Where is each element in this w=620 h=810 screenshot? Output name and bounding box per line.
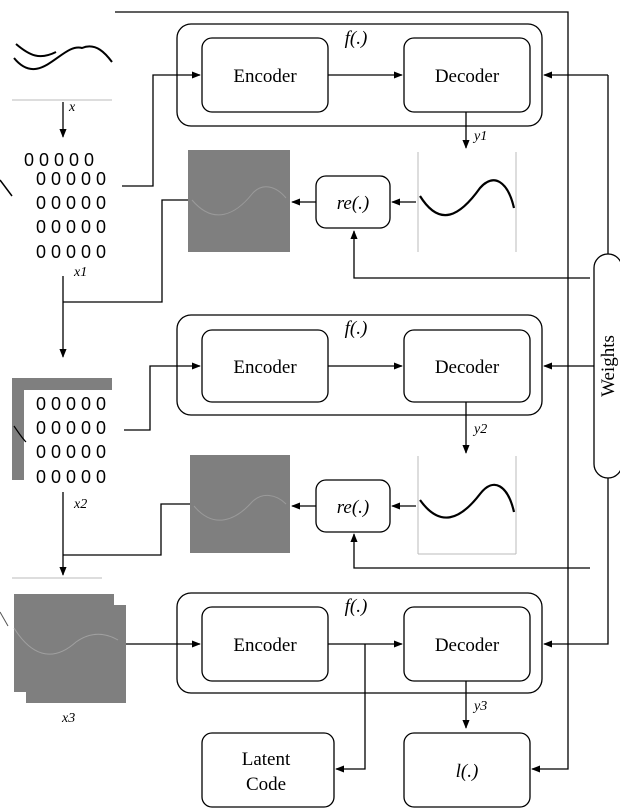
matrix-x2-row-3: 0 0 0 0 0 xyxy=(36,442,106,462)
loss-label: l(.) xyxy=(456,761,479,782)
f-block-2 xyxy=(176,314,543,416)
re-label-2: re(.) xyxy=(337,497,370,518)
matrix-x2-row-1: 0 0 0 0 0 xyxy=(36,394,106,414)
matrix-x1-row-4: 0 0 0 0 0 xyxy=(36,242,106,262)
latent-code-box xyxy=(201,732,335,808)
y2-label: y2 xyxy=(472,422,487,437)
f-label-1: f(.) xyxy=(345,28,368,49)
decoder-box-3 xyxy=(403,606,531,682)
matrix-x2-row-4: 0 0 0 0 0 xyxy=(36,467,106,487)
matrix-x1-row-3: 0 0 0 0 0 xyxy=(36,217,106,237)
weights-label: Weights xyxy=(598,335,619,397)
weights-to-re-1 xyxy=(350,230,590,279)
x3-image-stack xyxy=(0,594,126,703)
loss-box xyxy=(403,732,531,808)
matrix-x1-row-1: 0 0 0 0 0 xyxy=(36,169,106,189)
decoder-label-2: Decoder xyxy=(435,357,500,378)
decoder-label-1: Decoder xyxy=(435,66,500,87)
latent-arrow xyxy=(335,644,366,773)
x2-label: x2 xyxy=(73,497,87,512)
x2-to-encoder-arrow xyxy=(124,362,201,431)
encoder-label-3: Encoder xyxy=(233,635,297,656)
x3-label: x3 xyxy=(61,711,75,726)
re1-feedback-line xyxy=(63,199,188,303)
y2-wave-icon xyxy=(419,483,516,519)
decoder-label-3: Decoder xyxy=(435,635,500,656)
f-label-3: f(.) xyxy=(345,596,368,617)
f-block-3 xyxy=(176,592,543,694)
weights-to-decoder-3 xyxy=(543,478,609,648)
f-label-2: f(.) xyxy=(345,318,368,339)
x-label: x xyxy=(68,100,76,115)
x2-image-stack xyxy=(12,378,124,490)
matrix-x1-back-row: 0 0 0 0 0 xyxy=(24,150,94,170)
re-label-1: re(.) xyxy=(337,193,370,214)
matrix-x1-row-2: 0 0 0 0 0 xyxy=(36,193,106,213)
encoder-label-1: Encoder xyxy=(233,66,297,87)
input-to-loss-line xyxy=(115,11,569,773)
y1-label: y1 xyxy=(472,129,487,144)
x1-label: x1 xyxy=(73,265,87,280)
y1-wave-icon xyxy=(419,179,516,217)
weights-to-re-2 xyxy=(350,533,590,569)
residual-image-2 xyxy=(190,455,290,553)
re2-feedback-line xyxy=(63,503,190,556)
latent-code-line-1: Latent xyxy=(242,749,291,770)
y3-label: y3 xyxy=(472,699,487,714)
residual-image-1 xyxy=(188,150,290,252)
latent-code-line-2: Code xyxy=(246,774,286,795)
decoder-box-1 xyxy=(403,37,531,113)
encoder-label-2: Encoder xyxy=(233,357,297,378)
x1-to-encoder-arrow xyxy=(122,71,201,187)
matrix-x2-row-2: 0 0 0 0 0 xyxy=(36,418,106,438)
input-wave-icon xyxy=(13,45,113,71)
x1-matrix-stack xyxy=(0,156,122,268)
decoder-box-2 xyxy=(403,329,531,403)
